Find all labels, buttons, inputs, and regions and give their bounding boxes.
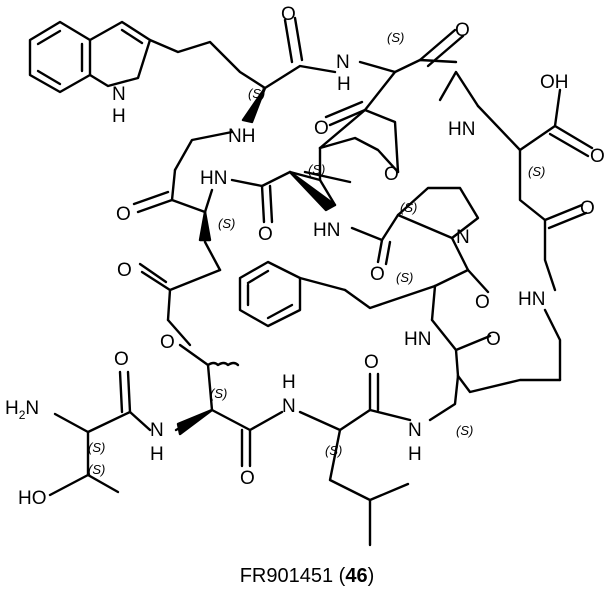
atom-label: O — [455, 20, 470, 41]
atom-label: O — [486, 329, 501, 350]
atom-label: O — [116, 204, 131, 225]
bond-lines — [28, 16, 594, 547]
stereo-label: (S) — [248, 86, 265, 101]
atom-label: HN — [448, 119, 475, 140]
atom-label: O — [314, 118, 329, 139]
atom-label: O — [240, 468, 255, 489]
atom-label: O — [114, 349, 129, 370]
atom-label: HN — [200, 168, 227, 189]
atom-label: H — [150, 444, 164, 465]
stereo-label: (S) — [308, 162, 325, 177]
atom-label: HO — [18, 488, 47, 509]
atom-label: N — [282, 396, 296, 417]
atom-label: O — [580, 198, 595, 219]
atom-labels: N H O N H O OH O HN NH O O HN O O HN N O… — [5, 4, 605, 509]
stereo-label: (S) — [387, 30, 404, 45]
indole-pyrrole-ring — [88, 20, 152, 88]
compound-number: 46 — [345, 565, 368, 587]
atom-label: HN — [518, 289, 545, 310]
stereo-label: (S) — [400, 200, 417, 215]
atom-label: OH — [540, 72, 569, 93]
atom-label: N — [112, 84, 126, 105]
stereo-label: (S) — [325, 443, 342, 458]
atom-label: O — [281, 4, 296, 25]
atom-label: H — [282, 372, 296, 393]
atom-label: N — [408, 420, 422, 441]
atom-label: NH — [228, 126, 255, 147]
stereo-label: (S) — [210, 386, 227, 401]
atom-label: N — [150, 420, 164, 441]
atom-label: O — [258, 224, 273, 245]
molecule-structure: N H O N H O OH O HN NH O O HN O O HN N O… — [5, 4, 605, 547]
stereo-label: (S) — [396, 270, 413, 285]
atom-label: H — [337, 74, 351, 95]
atom-label: O — [384, 164, 399, 185]
stereo-label: (S) — [218, 216, 235, 231]
atom-label: O — [370, 264, 385, 285]
compound-caption: FR901451 (46) — [239, 565, 375, 587]
atom-label: O — [475, 292, 490, 313]
atom-label: H — [112, 106, 126, 127]
stereo-label: (S) — [88, 440, 105, 455]
atom-label: HN — [313, 220, 340, 241]
atom-label: N — [456, 227, 470, 248]
stereo-labels: (S) (S) (S) (S) (S) (S) (S) (S) (S) (S) … — [88, 30, 545, 477]
atom-label: H2N — [5, 398, 39, 422]
atom-label: N — [336, 52, 350, 73]
atom-label: O — [117, 260, 132, 281]
stereo-label: (S) — [88, 462, 105, 477]
atom-label: O — [590, 146, 605, 167]
atom-label: O — [160, 332, 175, 353]
stereo-label: (S) — [528, 164, 545, 179]
atom-label: H — [408, 444, 422, 465]
atom-label: O — [364, 352, 379, 373]
stereo-label: (S) — [456, 423, 473, 438]
atom-label: HN — [404, 329, 431, 350]
